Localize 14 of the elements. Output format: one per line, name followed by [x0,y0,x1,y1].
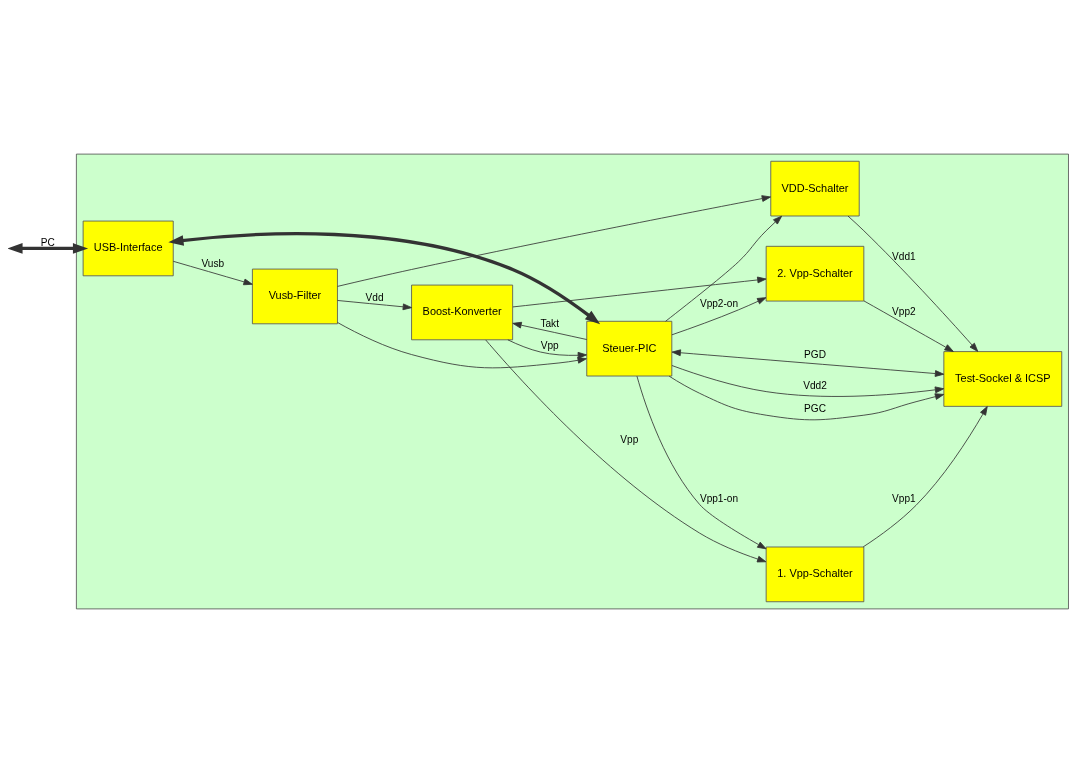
edge-label: Vpp2 [892,305,916,317]
edge-label: Vdd [365,291,384,303]
edge-label: Vpp1 [892,492,916,504]
edge-label: Vdd1 [892,250,916,262]
edge-label: PGD [804,348,826,360]
edge-label: PC [40,236,55,248]
edge-label: Vusb [201,257,225,269]
edge-label: PGC [804,402,826,414]
edge-label: Vpp2-on [699,297,739,309]
edge-label: Vpp [620,433,639,445]
edge-label: Takt [540,317,559,329]
edge-label: Vpp [540,339,559,351]
edge-label: Vdd2 [803,379,827,391]
edge-label: Vpp1-on [699,492,739,504]
